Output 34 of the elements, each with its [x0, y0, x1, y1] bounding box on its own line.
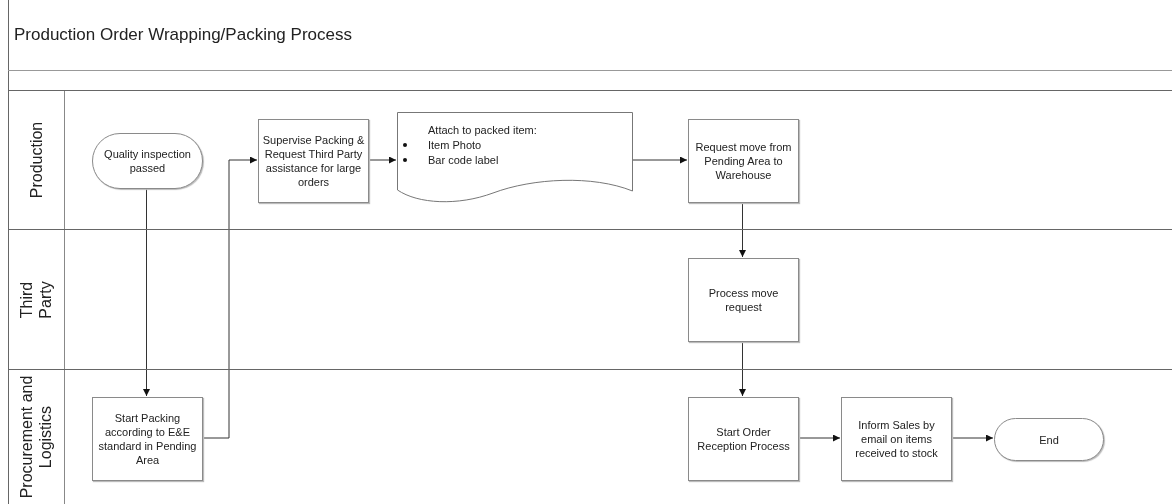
node-text: Quality inspection passed	[103, 147, 192, 175]
process-box	[258, 119, 369, 203]
arrow	[739, 201, 746, 258]
process-box	[688, 119, 799, 203]
list-item: Bar code label	[428, 153, 499, 167]
lane-label: Procurement and Logistics	[17, 375, 55, 499]
terminator-shape	[994, 418, 1104, 461]
node-text: End	[1039, 432, 1059, 447]
swimlane	[8, 90, 1172, 229]
arrow	[143, 187, 150, 397]
process-box	[92, 397, 203, 481]
diagram-title: Production Order Wrapping/Packing Process	[14, 25, 352, 45]
node-text: Process move request	[707, 286, 780, 314]
arrow	[201, 156, 258, 439]
arrow	[367, 156, 397, 164]
arrow	[950, 434, 994, 442]
list-heading: Attach to packed item:	[428, 123, 537, 137]
process-box	[841, 397, 952, 481]
arrow	[797, 434, 841, 442]
arrow	[631, 156, 688, 164]
node-text: Request move from Pending Area to Warehouse	[694, 140, 793, 182]
process-box	[688, 258, 799, 342]
node-text: Start Packing according to E&E standard in Pending Area	[97, 411, 198, 467]
lane-label: Production	[26, 121, 46, 199]
node-text: Start Order Reception Process	[696, 425, 791, 453]
swimlane	[8, 369, 1172, 504]
lane-label: Third Party	[17, 280, 55, 319]
swimlane	[8, 229, 1172, 369]
arrow	[739, 340, 746, 397]
node-text: Supervise Packing & Request Third Party assistance for large orders	[262, 133, 365, 189]
list-item: Item Photo	[428, 138, 482, 152]
process-box	[688, 397, 799, 481]
terminator-shape	[92, 133, 203, 189]
node-text: Inform Sales by email on items received to stock	[854, 418, 939, 460]
